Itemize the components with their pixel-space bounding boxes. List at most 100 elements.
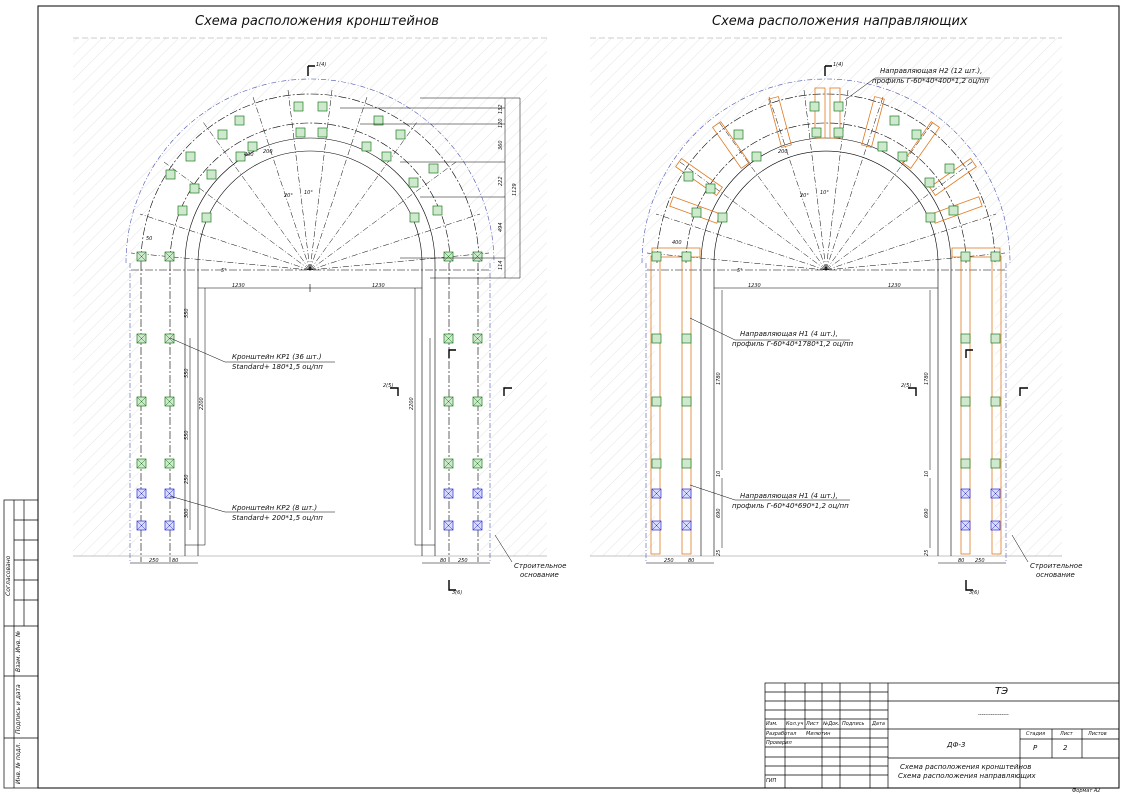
dim-1230-b-right: 1230 xyxy=(888,283,901,289)
dim-arc-360: 360 xyxy=(498,140,504,150)
dim-arc-114: 114 xyxy=(498,260,504,270)
dim-arc-132: 132 xyxy=(498,104,504,114)
dim-arc-494: 494 xyxy=(498,222,504,232)
section-2-right: 2(5) xyxy=(901,383,912,389)
sheet-frame xyxy=(37,5,1120,789)
kp1-callout-line1: Кронштейн КР1 (36 шт.) xyxy=(232,353,322,361)
tb-col-kol: Кол.уч xyxy=(786,721,804,727)
tb-name-razrab: Милютин xyxy=(806,731,831,737)
section-3: 3(6) xyxy=(452,590,463,596)
dim-1780-right: 1780 xyxy=(924,372,930,385)
dim-50: 50 xyxy=(146,236,153,242)
dim-690-right: 690 xyxy=(924,508,930,518)
dim-1230-a: 1230 xyxy=(232,283,245,289)
tb-col-ndok: №Док. xyxy=(823,721,840,727)
stamp-inv-orig: Инв. № подл. xyxy=(15,742,22,784)
angle-5-right: 5° xyxy=(737,268,743,274)
tb-stage-label: Стадия xyxy=(1026,731,1046,737)
dim-25-right: 25 xyxy=(924,549,930,556)
dim-200-right: 200 xyxy=(778,149,788,155)
dim-400: 400 xyxy=(244,152,254,158)
title-block xyxy=(764,682,1120,789)
tb-dashes: ----------------- xyxy=(978,712,1009,718)
base-label-line2: основание xyxy=(520,571,559,579)
tb-code: ДФ-3 xyxy=(947,741,966,749)
right-scheme-title: Схема расположения направляющих xyxy=(712,14,968,29)
dim-1780-left: 1780 xyxy=(716,372,722,385)
left-scheme-title: Схема расположения кронштейнов xyxy=(195,14,439,29)
dim-bottom-250-a: 250 xyxy=(149,558,159,564)
tb-role-razrab: Разработал xyxy=(766,731,797,737)
section-2: 2(5) xyxy=(383,383,394,389)
tb-sheet-title-2: Схема расположения направляющих xyxy=(898,772,1036,780)
dim-10-left: 10 xyxy=(716,470,722,477)
stamp-inv-replace: Взам. Инв. № xyxy=(15,630,22,672)
tb-col-izm: Изм. xyxy=(766,721,778,727)
n2-callout-line2: профиль Г-60*40*400*1,2 оц/пп xyxy=(872,77,989,85)
dim-10-right: 10 xyxy=(924,470,930,477)
dim-25-left: 25 xyxy=(716,549,722,556)
n2-callout-line1: Направляющая Н2 (12 шт.), xyxy=(880,67,983,75)
dim-bottom-250-b-right: 250 xyxy=(975,558,985,564)
tb-sheet-label: Лист xyxy=(1060,731,1073,737)
building-base-hatch-right xyxy=(590,38,1062,556)
dim-bottom-80-b-right: 80 xyxy=(958,558,965,564)
tb-col-data: Дата xyxy=(872,721,885,727)
dim-bottom-80-a-right: 80 xyxy=(688,558,695,564)
dim-1230-a-right: 1230 xyxy=(748,283,761,289)
section-1: 1(4) xyxy=(316,62,327,68)
tb-project: ТЭ xyxy=(995,686,1009,697)
dim-690-left: 690 xyxy=(716,508,722,518)
n1a-callout-line2: профиль Г-60*40*1780*1,2 оц/пп xyxy=(732,340,854,348)
dim-bottom-250-a-right: 250 xyxy=(664,558,674,564)
dim-550-c: 550 xyxy=(184,430,190,440)
tb-sheets-label: Листов xyxy=(1088,731,1107,737)
bracket-layout-scheme xyxy=(73,37,547,591)
dim-1230-b: 1230 xyxy=(372,283,385,289)
dim-550-a: 550 xyxy=(184,308,190,318)
stamp-agreed: Согласовано xyxy=(5,555,12,596)
angle-5: 5° xyxy=(221,268,227,274)
dim-arc-120: 120 xyxy=(498,118,504,128)
tb-role-gip: ГИП xyxy=(766,778,777,784)
angle-20: 20° xyxy=(284,193,293,199)
dim-bottom-80-b: 80 xyxy=(440,558,447,564)
tb-role-prover: Проверил xyxy=(766,740,792,746)
n1b-callout-line1: Направляющая Н1 (4 шт.), xyxy=(740,492,838,500)
dim-400-right: 400 xyxy=(672,240,682,246)
guide-layout-scheme xyxy=(590,37,1062,591)
base-label-right-line2: основание xyxy=(1036,571,1075,579)
kp2-callout-line2: Standard+ 200*1,5 оц/пп xyxy=(232,514,323,522)
dim-bottom-80-a: 80 xyxy=(172,558,179,564)
kp2-callout-line1: Кронштейн КР2 (8 шт.) xyxy=(232,504,318,512)
dim-arc-1129: 1129 xyxy=(512,183,518,196)
tb-stage-value: Р xyxy=(1033,744,1038,752)
tb-col-list: Лист xyxy=(806,721,819,727)
side-stamp xyxy=(3,499,39,789)
base-label-line1: Строительное xyxy=(514,562,567,570)
dim-200: 200 xyxy=(263,149,273,155)
angle-10: 10° xyxy=(304,190,313,196)
kp1-callout-line2: Standard+ 180*1,5 оц/пп xyxy=(232,363,323,371)
section-3-right: 3(6) xyxy=(969,590,980,596)
building-base-hatch xyxy=(73,38,547,556)
sheet-format: Формат А2 xyxy=(1072,788,1101,794)
dim-300: 300 xyxy=(184,508,190,518)
angle-20-right: 20° xyxy=(800,193,809,199)
tb-sheet-title-1: Схема расположения кронштейнов xyxy=(900,763,1032,771)
dim-bottom-250-b: 250 xyxy=(458,558,468,564)
tb-col-podpis: Подпись xyxy=(842,721,865,727)
n1a-callout-line1: Направляющая Н1 (4 шт.), xyxy=(740,330,838,338)
base-label-right-line1: Строительное xyxy=(1030,562,1083,570)
tb-sheet-value: 2 xyxy=(1063,744,1068,752)
dim-550-b: 550 xyxy=(184,368,190,378)
dim-arc-222: 222 xyxy=(498,176,504,186)
n1b-callout-line2: профиль Г-60*40*690*1,2 оц/пп xyxy=(732,502,849,510)
dim-2200-right: 2200 xyxy=(409,397,415,410)
stamp-sign-date: Подпись и дата xyxy=(15,684,22,734)
section-1-right: 1(4) xyxy=(833,62,844,68)
dim-250: 250 xyxy=(184,474,190,484)
dim-2200-left: 2200 xyxy=(199,397,205,410)
angle-10-right: 10° xyxy=(820,190,829,196)
